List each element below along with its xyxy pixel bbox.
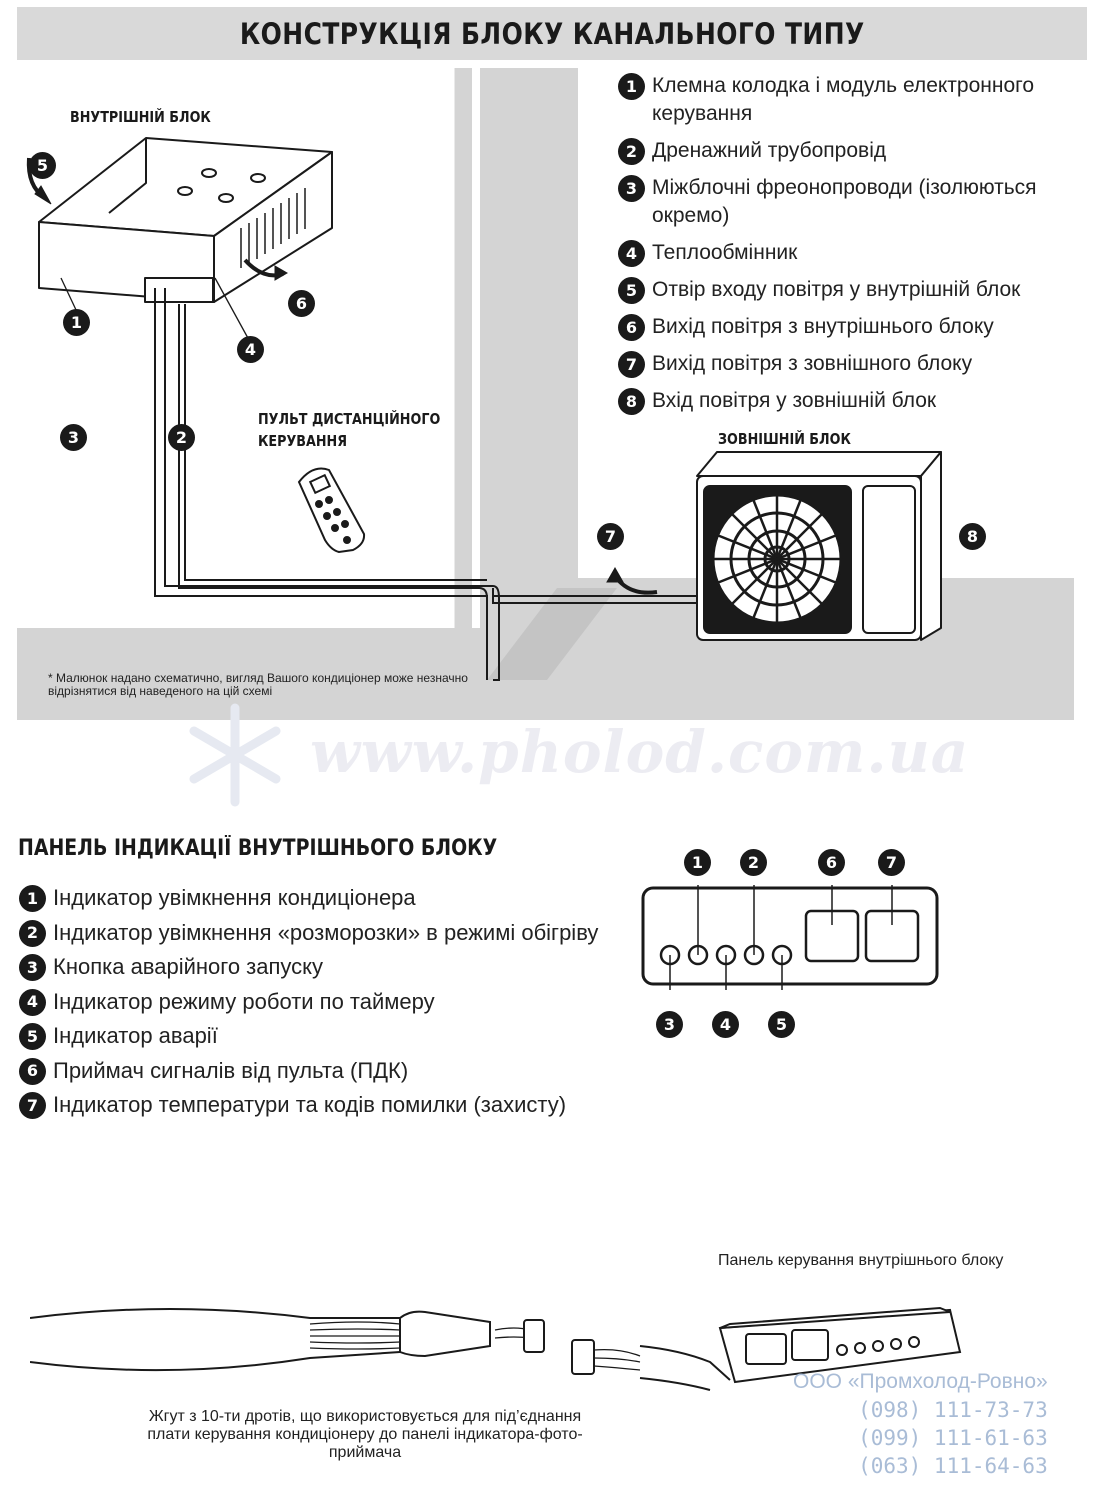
panel-callout-6: 6 — [818, 849, 845, 876]
legend-number: 4 — [618, 240, 645, 267]
harness-caption-line1: Жгут з 10-ти дротів, що використовується… — [148, 1408, 582, 1425]
legend-item: 3 Міжблочні фреонопроводи (ізолюються окр… — [618, 174, 1088, 230]
list-text: Індикатор увімкнення «розморозки» в режи… — [53, 919, 599, 945]
legend-item: 2 Дренажний трубопровід — [618, 137, 1088, 165]
list-item: 5 Індикатор аварії — [19, 1022, 598, 1050]
legend-number: 2 — [618, 138, 645, 165]
legend-text: Дренажний трубопровід — [652, 139, 887, 162]
legend-text: Вхід повітря у зовнішній блок — [652, 389, 937, 412]
harness-caption-line2: плати керування кондиціонеру до панелі і… — [147, 1426, 583, 1443]
remote-label-line1: ПУЛЬТ ДИСТАНЦІЙНОГО — [258, 410, 441, 428]
list-number: 4 — [19, 988, 46, 1016]
remote-control-illustration — [297, 467, 366, 554]
list-item: 1 Індикатор увімкнення кондиціонера — [19, 884, 598, 912]
legend-item: 7 Вихід повітря з зовнішного блоку — [618, 350, 1088, 378]
slab-cut — [487, 588, 617, 680]
legend-number: 6 — [618, 314, 645, 341]
legend-item: 6 Вихід повітря з внутрішнього блоку — [618, 313, 1088, 341]
title-bar: КОНСТРУКЦІЯ БЛОКУ КАНАЛЬНОГО ТИПУ — [17, 7, 1087, 60]
callout-6: 6 — [288, 290, 315, 317]
panel-callout-7: 7 — [878, 849, 905, 876]
snowflake-icon — [189, 703, 281, 807]
list-text: Індикатор аварії — [53, 1023, 218, 1048]
contact-block: ООО «Промхолод-Ровно» (098) 111-73-73 (0… — [793, 1368, 1048, 1480]
callout-1: 1 — [63, 309, 90, 336]
list-text: Приймач сигналів від пульта (ПДК) — [53, 1057, 409, 1083]
list-item: 3 Кнопка аварійного запуску — [19, 953, 598, 981]
control-panel-label: Панель керування внутрішнього блоку — [718, 1252, 1004, 1269]
list-item: 4 Індикатор режиму роботи по таймеру — [19, 988, 598, 1016]
list-item: 6 Приймач сигналів від пульта (ПДК) — [19, 1057, 598, 1085]
list-text: Кнопка аварійного запуску — [53, 954, 324, 979]
legend-text: Теплообмінник — [652, 241, 798, 264]
legend-text: Вихід повітря з внутрішнього блоку — [652, 315, 994, 338]
indoor-unit-label: ВНУТРІШНІЙ БЛОК — [70, 108, 211, 126]
callout-5: 5 — [29, 152, 56, 179]
list-number: 5 — [19, 1023, 46, 1050]
legend-number: 3 — [618, 175, 645, 202]
panel-callout-2: 2 — [740, 849, 767, 876]
footnote-line2: відрізнятися від наведеного на цій схемі — [48, 684, 273, 698]
panel-section-title: ПАНЕЛЬ ІНДИКАЦІЇ ВНУТРІШНЬОГО БЛОКУ — [18, 836, 498, 861]
outdoor-unit-label: ЗОВНІШНІЙ БЛОК — [718, 430, 851, 448]
refrigerant-pipes — [154, 288, 697, 681]
list-item: 7 Індикатор температури та кодів помилки … — [19, 1091, 598, 1119]
callout-4: 4 — [237, 336, 264, 363]
indoor-unit — [38, 137, 333, 303]
legend-text: Отвір входу повітря у внутрішній блок — [652, 278, 1021, 301]
callout-3: 3 — [60, 424, 87, 451]
list-item: 2 Індикатор увімкнення «розморозки» в реж… — [19, 919, 598, 947]
list-text: Індикатор режиму роботи по таймеру — [53, 988, 435, 1014]
list-number: 3 — [19, 954, 46, 981]
harness-caption: Жгут з 10-ти дротів, що використовується… — [115, 1408, 615, 1462]
legend-item: 1 Клемна колодка і модуль електронного ке… — [618, 72, 1088, 128]
legend-number: 1 — [618, 73, 645, 100]
list-number: 1 — [19, 885, 46, 912]
list-text: Індикатор увімкнення кондиціонера — [53, 885, 416, 910]
page-title: КОНСТРУКЦІЯ БЛОКУ КАНАЛЬНОГО ТИПУ — [239, 16, 865, 51]
wire-harness-illustration — [30, 1306, 962, 1391]
phone-number: (099) 111-61-63 — [858, 1426, 1048, 1450]
callout-2: 2 — [168, 424, 195, 451]
component-legend: 1 Клемна колодка і модуль електронного ке… — [618, 72, 1088, 424]
footnote-line1: * Малюнок надано схематично, вигляд Вашо… — [48, 671, 468, 685]
list-number: 7 — [19, 1092, 46, 1119]
phone-number: (063) 111-64-63 — [858, 1454, 1048, 1478]
legend-text: Клемна колодка і модуль електронного кер… — [652, 74, 1035, 125]
remote-label-line2: КЕРУВАННЯ — [258, 432, 348, 450]
phone-number: (098) 111-73-73 — [858, 1398, 1048, 1422]
panel-callout-5: 5 — [768, 1011, 795, 1038]
legend-item: 8 Вхід повітря у зовнішній блок — [618, 387, 1088, 415]
callout-7: 7 — [597, 523, 624, 550]
list-number: 6 — [19, 1057, 46, 1085]
legend-item: 5 Отвір входу повітря у внутрішній блок — [618, 276, 1088, 304]
watermark: www.pholod.com.ua — [310, 718, 970, 786]
list-text: Індикатор температури та кодів помилки (… — [53, 1092, 567, 1117]
indicator-panel-drawing — [641, 885, 939, 990]
callout-8: 8 — [959, 523, 986, 550]
panel-callout-3: 3 — [656, 1011, 683, 1038]
legend-text: Вихід повітря з зовнішного блоку — [652, 352, 973, 375]
panel-callout-4: 4 — [712, 1011, 739, 1038]
legend-number: 5 — [618, 277, 645, 304]
duct-unit-diagram — [17, 68, 1074, 720]
legend-number: 7 — [618, 351, 645, 378]
wall-gap — [472, 68, 480, 628]
outdoor-unit — [696, 451, 942, 641]
harness-caption-line3: приймача — [328, 1444, 402, 1461]
list-number: 2 — [19, 919, 46, 947]
legend-text: Міжблочні фреонопроводи (ізолюються окре… — [652, 176, 1037, 227]
legend-number: 8 — [618, 388, 645, 415]
panel-callout-1: 1 — [684, 849, 711, 876]
legend-item: 4 Теплообмінник — [618, 239, 1088, 267]
company-name: ООО «Промхолод-Ровно» — [793, 1370, 1048, 1393]
